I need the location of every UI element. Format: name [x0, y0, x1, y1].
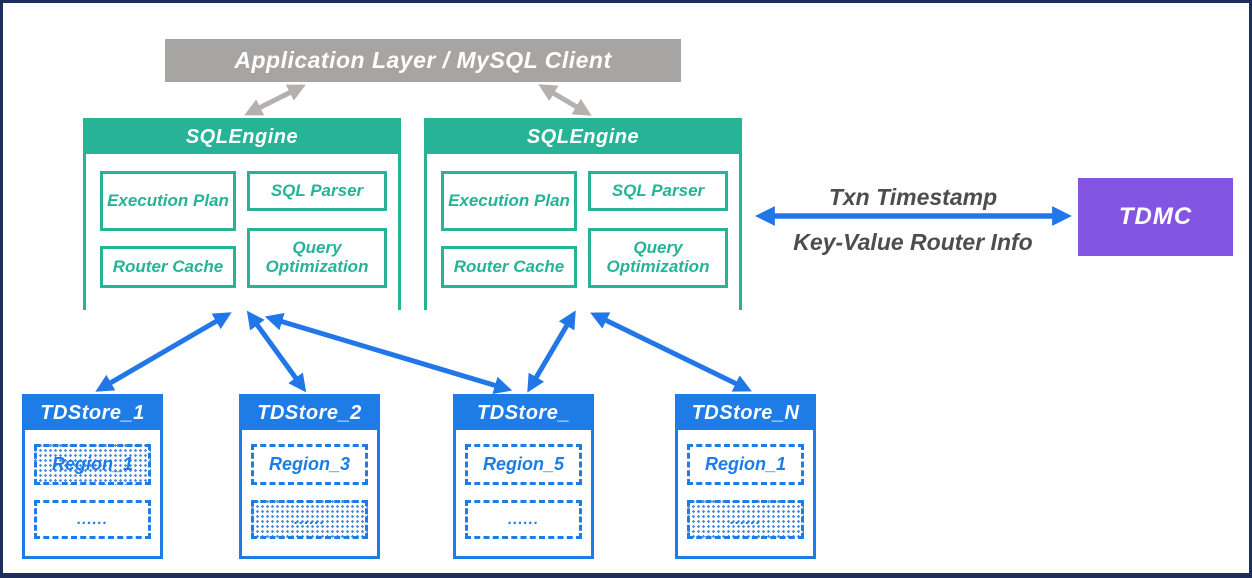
- sql-engine-1-title: SQLEngine: [86, 121, 398, 154]
- tdstore-2-body: Region_3 ......: [242, 430, 377, 556]
- tdmc-link-top-label: Txn Timestamp: [828, 184, 998, 210]
- sql-engine-box-1: SQLEngine Execution Plan SQL Parser Rout…: [83, 118, 401, 310]
- sql-engine-2-title: SQLEngine: [427, 121, 739, 154]
- region-cell: ......: [465, 500, 582, 539]
- region-cell: Region_5: [465, 444, 582, 485]
- sql-engine-1-body: Execution Plan SQL Parser Router Cache Q…: [86, 154, 398, 310]
- region-cell: Region_1: [34, 444, 151, 485]
- module-sql-parser: SQL Parser: [588, 171, 728, 211]
- tdstore-n-body: Region_1 ......: [678, 430, 813, 556]
- tdmc-box: TDMC: [1078, 178, 1233, 256]
- module-query-optimization: Query Optimization: [588, 228, 728, 288]
- tdstore-n-title: TDStore_N: [678, 397, 813, 430]
- module-sql-parser: SQL Parser: [247, 171, 387, 211]
- tdmc-link-bottom-label: Key-Value Router Info: [793, 229, 1033, 255]
- region-cell: ......: [251, 500, 368, 539]
- module-execution-plan: Execution Plan: [441, 171, 577, 231]
- tdstore-box-3: TDStore_ Region_5 ......: [453, 394, 594, 559]
- tdstore-3-title: TDStore_: [456, 397, 591, 430]
- application-layer-box: Application Layer / MySQL Client: [165, 39, 681, 82]
- engine-to-store-arrows: [95, 310, 752, 395]
- tdstore-box-2: TDStore_2 Region_3 ......: [239, 394, 380, 559]
- module-router-cache: Router Cache: [441, 246, 577, 288]
- module-execution-plan: Execution Plan: [100, 171, 236, 231]
- region-cell: ......: [687, 500, 804, 539]
- tdmc-label: TDMC: [1118, 203, 1193, 230]
- tdstore-3-body: Region_5 ......: [456, 430, 591, 556]
- region-cell: ......: [34, 500, 151, 539]
- tdstore-1-body: Region_1 ......: [25, 430, 160, 556]
- region-cell: Region_3: [251, 444, 368, 485]
- region-cell: Region_1: [687, 444, 804, 485]
- sql-engine-box-2: SQLEngine Execution Plan SQL Parser Rout…: [424, 118, 742, 310]
- tdstore-box-1: TDStore_1 Region_1 ......: [22, 394, 163, 559]
- tdstore-1-title: TDStore_1: [25, 397, 160, 430]
- module-router-cache: Router Cache: [100, 246, 236, 288]
- module-query-optimization: Query Optimization: [247, 228, 387, 288]
- tdstore-2-title: TDStore_2: [242, 397, 377, 430]
- app-to-engine-arrows: [244, 84, 592, 116]
- application-layer-label: Application Layer / MySQL Client: [234, 47, 612, 73]
- sql-engine-2-body: Execution Plan SQL Parser Router Cache Q…: [427, 154, 739, 310]
- tdstore-box-n: TDStore_N Region_1 ......: [675, 394, 816, 559]
